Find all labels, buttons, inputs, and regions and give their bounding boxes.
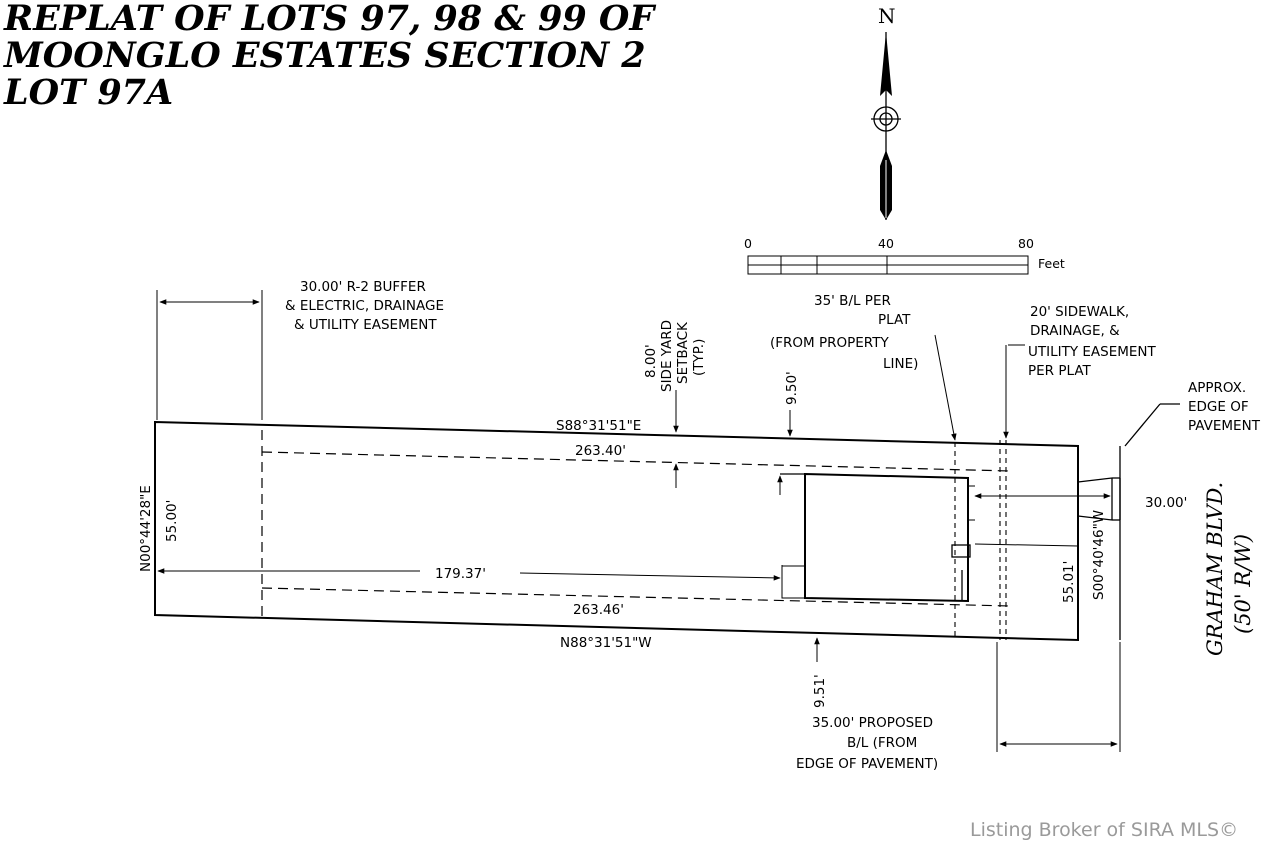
bl-per-plat-line-1: 35' B/L PER	[814, 293, 891, 309]
side-setback-line-3: SETBACK	[675, 321, 691, 384]
house-offset: 179.37'	[435, 566, 486, 582]
side-setback-label: 8.00' SIDE YARD SETBACK (TYP.)	[643, 320, 707, 392]
east-length: 55.01'	[1061, 561, 1077, 603]
scale-tick-80: 80	[1018, 236, 1034, 251]
side-setback-line-4: (TYP.)	[691, 339, 707, 376]
dimension-values: S88°31'51"E N88°31'51"W 263.40' 263.46' …	[138, 371, 1187, 708]
buffer-easement-label: 30.00' R-2 BUFFER & ELECTRIC, DRAINAGE &…	[285, 279, 444, 333]
south-setback-length: 263.46'	[573, 602, 624, 618]
scale-bar: 0 40 80 Feet	[744, 236, 1065, 275]
title-line-3: LOT 97A	[3, 72, 173, 113]
proposed-bl-label: 35.00' PROPOSED B/L (FROM EDGE OF PAVEME…	[796, 715, 938, 772]
pavement-label: APPROX. EDGE OF PAVEMENT	[1188, 380, 1261, 434]
west-bearing: N00°44'28"E	[138, 485, 154, 572]
buffer-easement-line-2: & ELECTRIC, DRAINAGE	[285, 298, 444, 314]
bl-per-plat-label: 35' B/L PER PLAT (FROM PROPERTY LINE)	[770, 293, 918, 372]
buffer-easement-line-3: & UTILITY EASEMENT	[294, 317, 437, 333]
sidewalk-easement-line-1: 20' SIDEWALK,	[1030, 304, 1129, 320]
drive-offset: 30.00'	[1145, 495, 1187, 511]
easement-lines	[261, 430, 1011, 640]
title-line-2: MOONGLO ESTATES SECTION 2	[3, 35, 646, 76]
scale-unit: Feet	[1038, 256, 1065, 271]
south-bearing: N88°31'51"W	[560, 635, 652, 651]
north-arrow-icon: N	[871, 4, 901, 220]
bl-per-plat-line-3: (FROM PROPERTY	[770, 335, 889, 351]
pavement-line-1: APPROX.	[1188, 380, 1246, 396]
sidewalk-easement-line-3: UTILITY EASEMENT	[1028, 344, 1157, 360]
east-bearing: S00°40'46"W	[1091, 510, 1107, 600]
north-setback-length: 263.40'	[575, 443, 626, 459]
proposed-bl-line-1: 35.00' PROPOSED	[812, 715, 933, 731]
dimension-lines	[156, 290, 1121, 752]
pavement-line-2: EDGE OF	[1188, 399, 1249, 415]
proposed-bl-line-2: B/L (FROM	[847, 735, 917, 751]
pavement-line-3: PAVEMENT	[1188, 418, 1261, 434]
north-bearing: S88°31'51"E	[556, 418, 641, 434]
west-length: 55.00'	[164, 500, 180, 542]
scale-tick-0: 0	[744, 236, 752, 251]
scale-tick-40: 40	[878, 236, 894, 251]
sidewalk-easement-label: 20' SIDEWALK, DRAINAGE, & UTILITY EASEME…	[1028, 304, 1157, 379]
road-name: GRAHAM BLVD.	[1203, 482, 1227, 656]
proposed-bl-line-3: EDGE OF PAVEMENT)	[796, 756, 938, 772]
side-setback-line-1: 8.00'	[643, 344, 659, 378]
title-line-1: REPLAT OF LOTS 97, 98 & 99 OF	[3, 0, 656, 39]
street-edge	[1077, 403, 1180, 640]
bl-per-plat-line-2: PLAT	[878, 312, 911, 328]
lot-boundary	[154, 420, 1079, 642]
watermark: Listing Broker of SIRA MLS©	[970, 819, 1238, 841]
bl-per-plat-line-4: LINE)	[883, 356, 918, 372]
sidewalk-easement-line-2: DRAINAGE, &	[1030, 323, 1120, 339]
north-side-gap: 9.50'	[784, 371, 800, 405]
road-right-of-way: (50' R/W)	[1231, 534, 1255, 634]
sidewalk-easement-line-4: PER PLAT	[1028, 363, 1092, 379]
road-label: GRAHAM BLVD. (50' R/W)	[1203, 482, 1255, 656]
house-footprint	[780, 472, 975, 603]
buffer-easement-line-1: 30.00' R-2 BUFFER	[300, 279, 426, 295]
north-label: N	[878, 4, 896, 28]
south-side-gap: 9.51'	[812, 674, 828, 708]
side-setback-line-2: SIDE YARD	[659, 320, 675, 392]
plat-title: REPLAT OF LOTS 97, 98 & 99 OF MOONGLO ES…	[3, 0, 656, 113]
